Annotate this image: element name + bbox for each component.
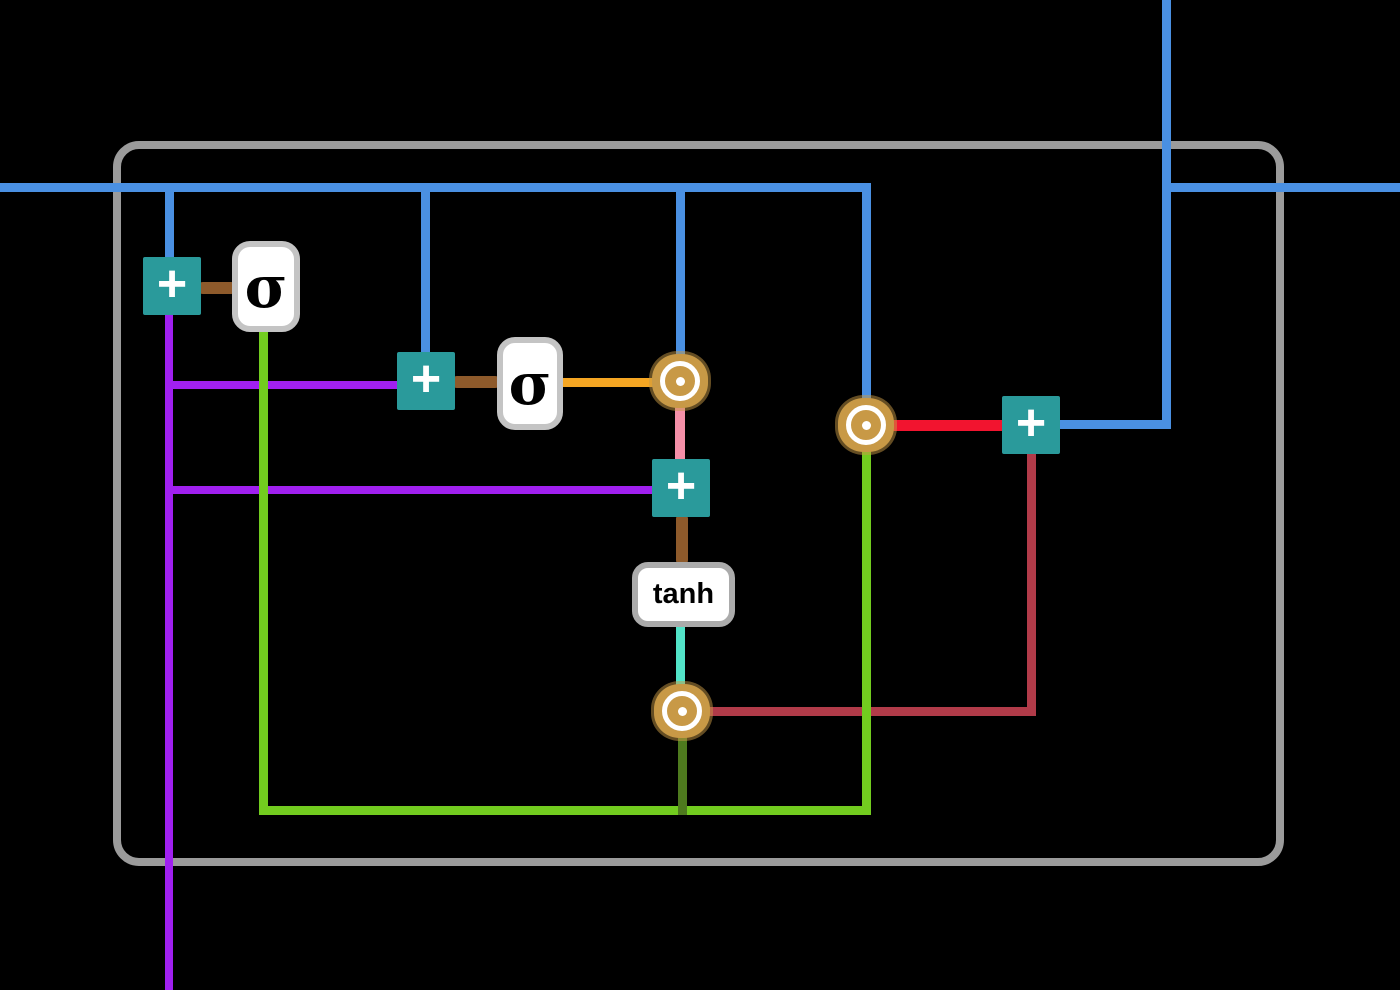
multiply2-output-line [892,420,1008,431]
add3-label: + [665,457,697,515]
sigmoid2-label: σ [508,349,552,418]
hidden-state-branch-to-add2 [421,183,430,354]
multiply1-operator [652,354,708,408]
multiply3-output-line-horizontal [708,707,1036,716]
new-hidden-state-right-out [1162,183,1400,192]
add2-to-sigmoid2-connector [451,376,501,388]
gate-line-horizontal [259,806,871,815]
input-branch-to-add2 [165,381,401,389]
hadamard-icon [660,361,700,401]
sigmoid1-label: σ [244,252,288,321]
tanh-box: tanh [632,562,735,627]
tanh-output-line [676,625,685,686]
multiply3-operator [654,684,710,738]
hadamard-icon [846,405,886,445]
input-branch-to-add3 [165,486,656,494]
multiply1-output-line [675,404,685,462]
cell-boundary [113,141,1284,866]
hadamard-dot-icon [675,376,685,386]
sigmoid2-box: σ [497,337,563,430]
new-hidden-state-from-add4 [1052,420,1171,429]
add4-operator: + [1002,396,1060,454]
gate-line-to-multiply2 [862,450,871,815]
multiply2-operator [838,398,894,452]
add1-to-sigmoid1-connector [197,282,237,294]
add2-operator: + [397,352,455,410]
add3-operator: + [652,459,710,517]
sigmoid2-output-line [561,378,656,387]
input-vector-line [165,311,173,990]
hidden-state-branch-to-multiply1 [676,183,685,357]
sigmoid1-box: σ [232,241,300,332]
hadamard-icon [662,691,702,731]
new-hidden-state-vertical-out [1162,0,1171,429]
add4-label: + [1015,394,1047,452]
tanh-label: tanh [652,578,715,610]
multiply3-output-line-vertical [1027,450,1036,716]
hidden-state-branch-to-add1 [165,183,174,259]
candidate-join-line [678,736,687,815]
hidden-state-branch-to-multiply2 [862,183,871,400]
hidden-state-input-line [0,183,871,192]
add2-label: + [410,350,442,408]
hadamard-dot-icon [861,420,871,430]
gate-line-from-sigmoid1 [259,330,268,815]
add1-operator: + [143,257,201,315]
add3-to-tanh-connector [676,513,688,566]
hadamard-dot-icon [677,706,687,716]
add1-label: + [156,255,188,313]
